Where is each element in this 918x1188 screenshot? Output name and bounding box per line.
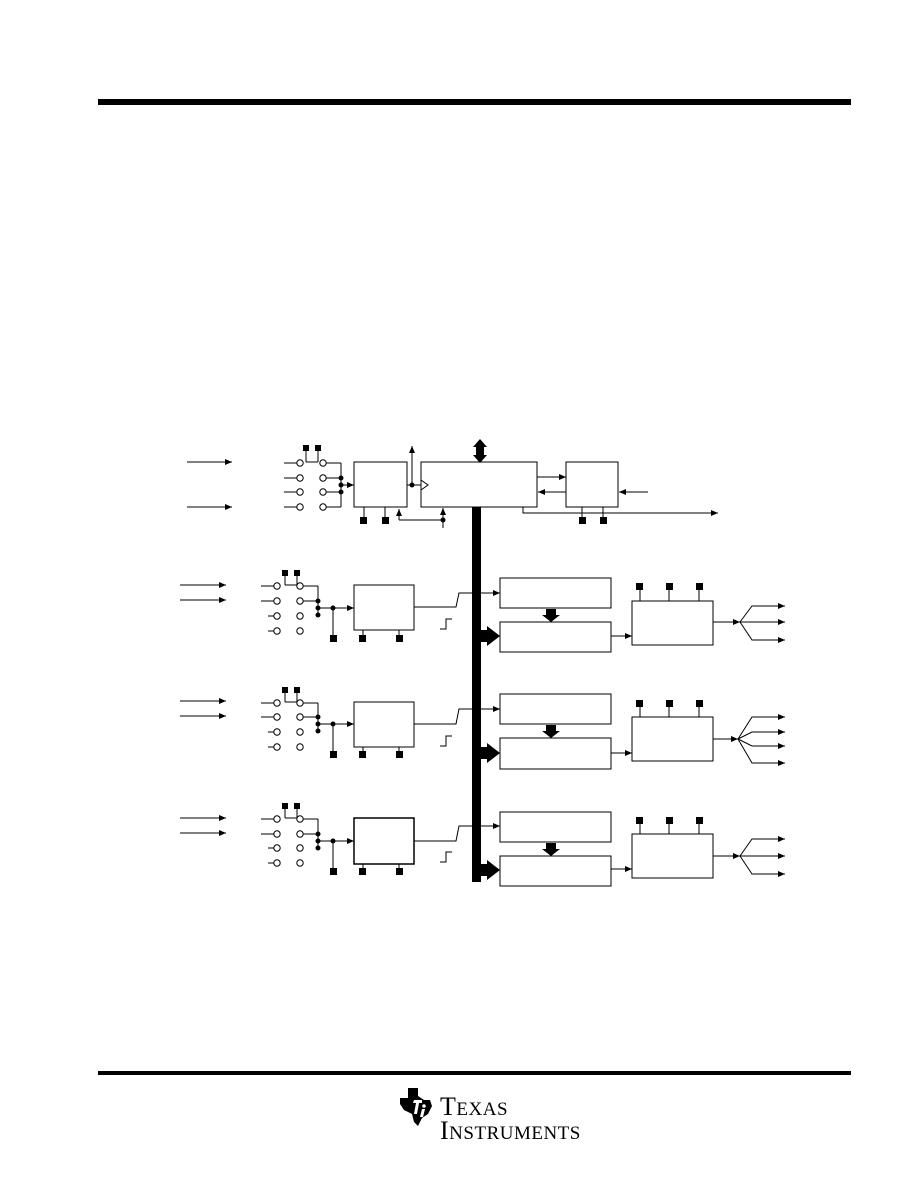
- footer-rule: [98, 1071, 851, 1075]
- header-rule: [98, 99, 851, 105]
- channel-3: [180, 803, 785, 887]
- top-main-block: [420, 461, 538, 508]
- channel-1-edge-symbol: [440, 618, 452, 630]
- channel-1-register-upper: [499, 577, 612, 609]
- top-section: [187, 439, 718, 528]
- channel-3-output-fan: [739, 836, 785, 877]
- logo-line-instruments: INSTRUMENTS: [440, 1118, 581, 1144]
- texas-instruments-logo: TEXAS INSTRUMENTS: [396, 1082, 580, 1144]
- channel-2-output-block: [631, 716, 714, 762]
- bus-bidirectional-arrow: [473, 439, 487, 463]
- channel-2-register-lower: [499, 737, 612, 770]
- channel-3-jumper-block: [261, 803, 354, 875]
- top-jumper-block: [284, 445, 354, 511]
- logo-texas-rest: EXAS: [456, 1099, 509, 1120]
- vertical-data-bus: [472, 507, 481, 882]
- top-input-block: [353, 461, 408, 508]
- channel-3-input-block: [353, 817, 415, 865]
- channel-2: [180, 687, 785, 770]
- channel-1-input-block: [353, 584, 415, 631]
- channel-3-register-upper: [499, 811, 612, 843]
- channel-2-edge-symbol: [440, 735, 452, 747]
- channel-1-jumper-block: [261, 570, 354, 642]
- channel-1: [180, 570, 785, 653]
- logo-instruments-rest: NSTRUMENTS: [449, 1123, 581, 1144]
- channel-3-output-block: [631, 833, 714, 879]
- channel-2-register-upper: [499, 693, 612, 725]
- ti-state-icon: [400, 1088, 432, 1126]
- channel-1-output-fan: [739, 603, 785, 643]
- channel-2-input-block: [353, 701, 415, 748]
- logo-texas-initial: T: [440, 1092, 457, 1121]
- channel-3-register-lower: [499, 855, 612, 887]
- channel-1-output-block: [631, 600, 714, 646]
- channel-2-output-fan: [737, 714, 785, 766]
- channel-3-edge-symbol: [440, 851, 452, 863]
- channel-2-jumper-block: [261, 687, 354, 758]
- channel-1-register-lower: [499, 621, 612, 653]
- logo-line-texas: TEXAS: [440, 1094, 508, 1120]
- top-right-block: [565, 461, 619, 508]
- logo-instruments-initial: I: [440, 1116, 450, 1145]
